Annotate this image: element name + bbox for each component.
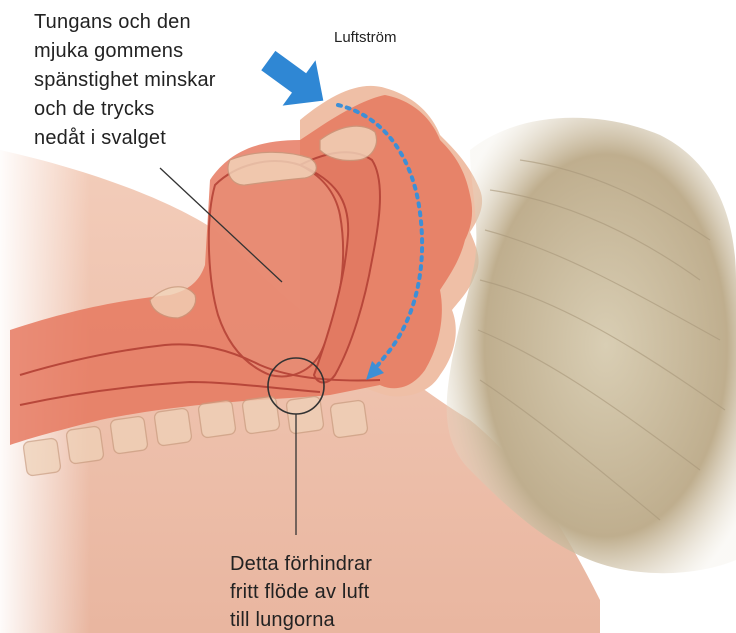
airflow-label: Luftström <box>334 28 397 48</box>
tongue-callout-line-5: nedåt i svalget <box>34 124 216 153</box>
tongue-callout-line-3: spänstighet minskar <box>34 66 216 95</box>
blocked-callout-line-1: Detta förhindrar <box>230 550 372 578</box>
blocked-callout-line-2: fritt flöde av luft <box>230 578 372 606</box>
blocked-callout-line-3: till lungorna <box>230 606 372 633</box>
tongue-callout-line-4: och de trycks <box>34 95 216 124</box>
blocked-airflow-callout-label: Detta förhindrar fritt flöde av luft til… <box>230 550 372 633</box>
tongue-callout-line-1: Tungans och den <box>34 8 216 37</box>
tongue-callout-line-2: mjuka gommens <box>34 37 216 66</box>
tongue-callout-label: Tungans och den mjuka gommens spänstighe… <box>34 8 216 153</box>
